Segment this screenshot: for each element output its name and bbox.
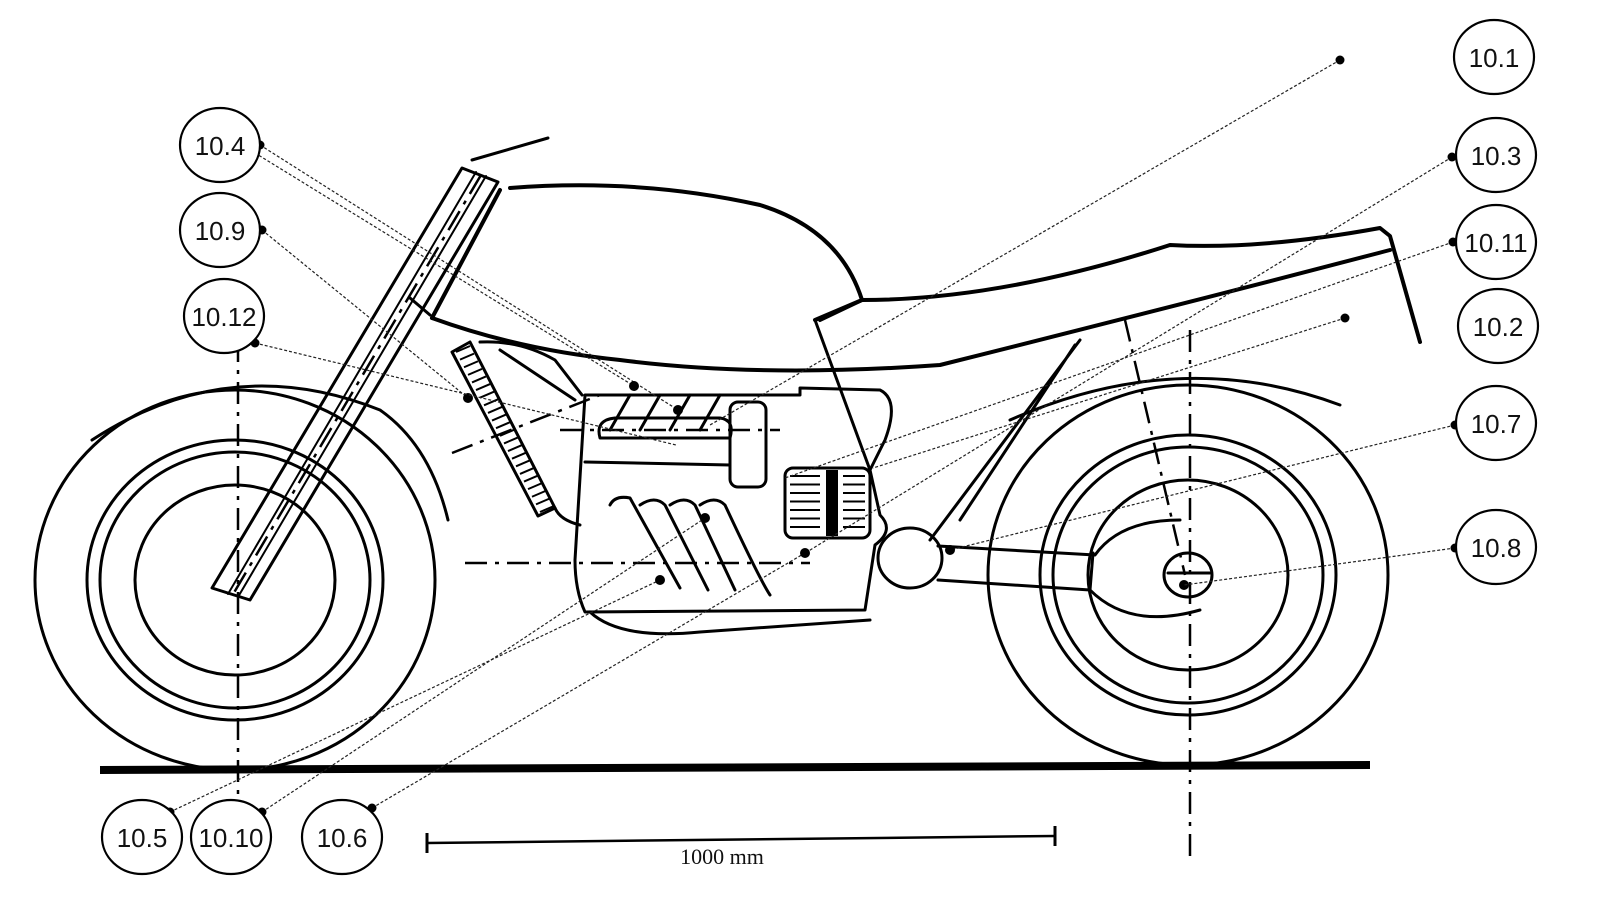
callout-10-4: 10.4: [178, 106, 262, 184]
leader-line-10-11: [784, 237, 1458, 479]
swingarm: [936, 518, 1202, 619]
rear-wheel: [986, 376, 1390, 767]
callout-label: 10.4: [195, 131, 246, 161]
leader-anchor-dot: [1340, 313, 1350, 323]
callout-circle: [1454, 384, 1538, 462]
callout-10-1: 10.1: [1452, 18, 1536, 96]
engine: [573, 386, 893, 636]
callout-10-2: 10.2: [1456, 287, 1540, 365]
leader-line-10-2: [872, 313, 1350, 469]
leader-target-dot: [673, 405, 683, 415]
callout-circle: [1456, 287, 1540, 365]
clutch-housing: [783, 466, 872, 540]
callout-label: 10.12: [191, 302, 256, 332]
callout-label: 10.2: [1473, 312, 1524, 342]
callout-circle: [1454, 203, 1538, 281]
scale-label: 1000 mm: [680, 844, 764, 869]
front-wheel: [33, 384, 450, 772]
callout-10-10: 10.10: [189, 798, 273, 876]
callout-label: 10.9: [195, 216, 246, 246]
callout-10-12: 10.12: [182, 277, 266, 355]
fuel-tank: [508, 183, 864, 322]
leader-anchor-dot: [1447, 152, 1457, 162]
callout-label: 10.7: [1471, 409, 1522, 439]
leader-target-dot: [629, 381, 639, 391]
leader-target-dot: [463, 393, 473, 403]
front-fork: [210, 136, 550, 602]
callout-10-6: 10.6: [300, 798, 384, 876]
leader-line-10-3: [801, 152, 1457, 556]
callout-10-11: 10.11: [1454, 203, 1538, 281]
leader-target-dot: [700, 513, 710, 523]
callout-circle: [300, 798, 384, 876]
callout-label: 10.10: [198, 823, 263, 853]
callout-10-5: 10.5: [100, 798, 184, 876]
callout-label: 10.3: [1471, 141, 1522, 171]
leader-line-10-5: [165, 575, 665, 817]
callout-10-3: 10.3: [1454, 116, 1538, 194]
leader-line-10-4: [241, 140, 683, 415]
radiator: [450, 340, 557, 518]
callout-label: 10.8: [1471, 533, 1522, 563]
frame-upper: [430, 188, 502, 320]
rear-subframe: [813, 318, 1082, 542]
seat: [813, 226, 1422, 344]
leader-target-dot: [945, 545, 955, 555]
callout-circle: [1454, 116, 1538, 194]
callout-circle: [189, 798, 273, 876]
swingarm-pivot: [876, 526, 944, 590]
rear-hub: [1162, 551, 1214, 599]
callout-label: 10.6: [317, 823, 368, 853]
shock-centerline: [1123, 319, 1187, 576]
callout-circle: [1454, 508, 1538, 586]
leader-target-dot: [800, 548, 810, 558]
callout-label: 10.5: [117, 823, 168, 853]
rear-fender: [1008, 376, 1342, 422]
callout-circle: [182, 277, 266, 355]
scale-bar: 1000 mm: [425, 826, 1057, 869]
ground-line: [99, 761, 1371, 774]
front-fender: [90, 384, 450, 522]
leader-line-10-1: [709, 55, 1345, 426]
frame-top-rail: [430, 248, 1392, 373]
leader-anchor-dot: [1335, 55, 1345, 65]
callout-10-7: 10.7: [1454, 384, 1538, 462]
callout-circle: [1452, 18, 1536, 96]
callout-circle: [178, 106, 262, 184]
callout-circle: [178, 191, 262, 269]
callout-10-8: 10.8: [1454, 508, 1538, 586]
callout-circle: [100, 798, 184, 876]
callout-10-9: 10.9: [178, 191, 262, 269]
callout-label: 10.11: [1464, 228, 1527, 258]
leader-target-dot: [655, 575, 665, 585]
cylinder-centerline: [451, 393, 601, 455]
callout-label: 10.1: [1469, 43, 1520, 73]
